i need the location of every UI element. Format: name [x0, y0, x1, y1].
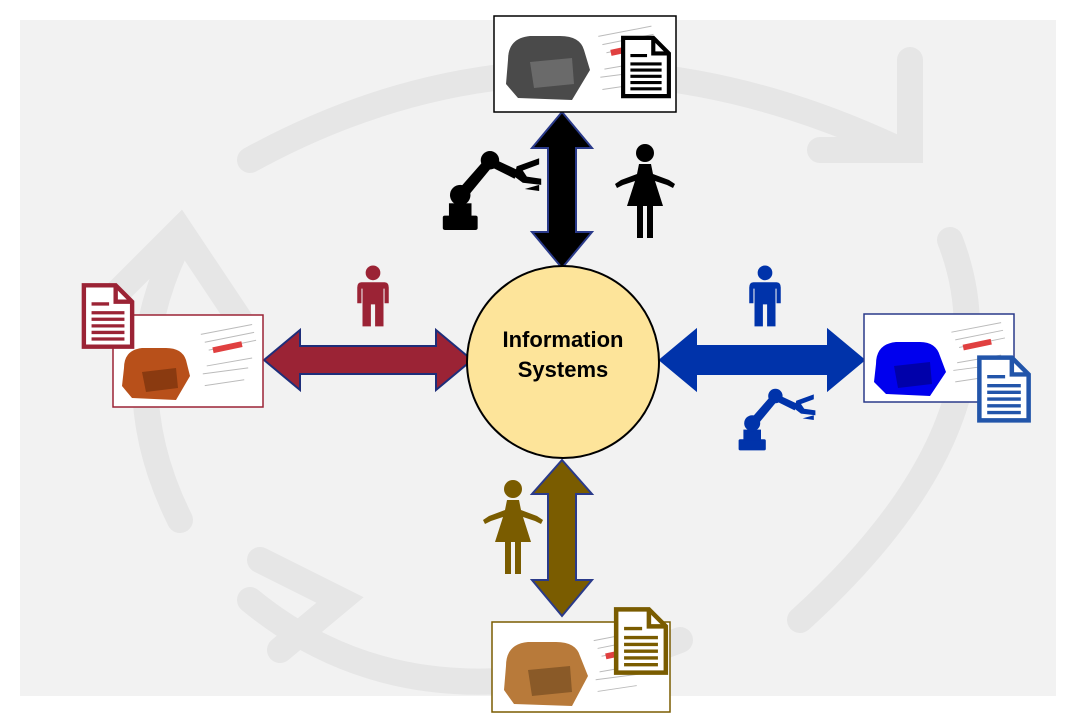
- center-label-line1: Information: [502, 327, 624, 352]
- node-right: [863, 313, 1029, 421]
- document-icon-bottom: [616, 609, 666, 672]
- node-top: [493, 15, 677, 113]
- arrow-bottom: [529, 458, 595, 618]
- node-bottom: [491, 609, 671, 713]
- document-icon-right: [979, 358, 1028, 421]
- document-icon-top: [623, 38, 669, 96]
- information-systems-circle: [466, 265, 660, 459]
- node-left: [84, 285, 264, 408]
- document-icon-left: [84, 285, 132, 346]
- information-systems-label: Information Systems: [468, 325, 658, 385]
- center-label-line2: Systems: [517, 357, 609, 382]
